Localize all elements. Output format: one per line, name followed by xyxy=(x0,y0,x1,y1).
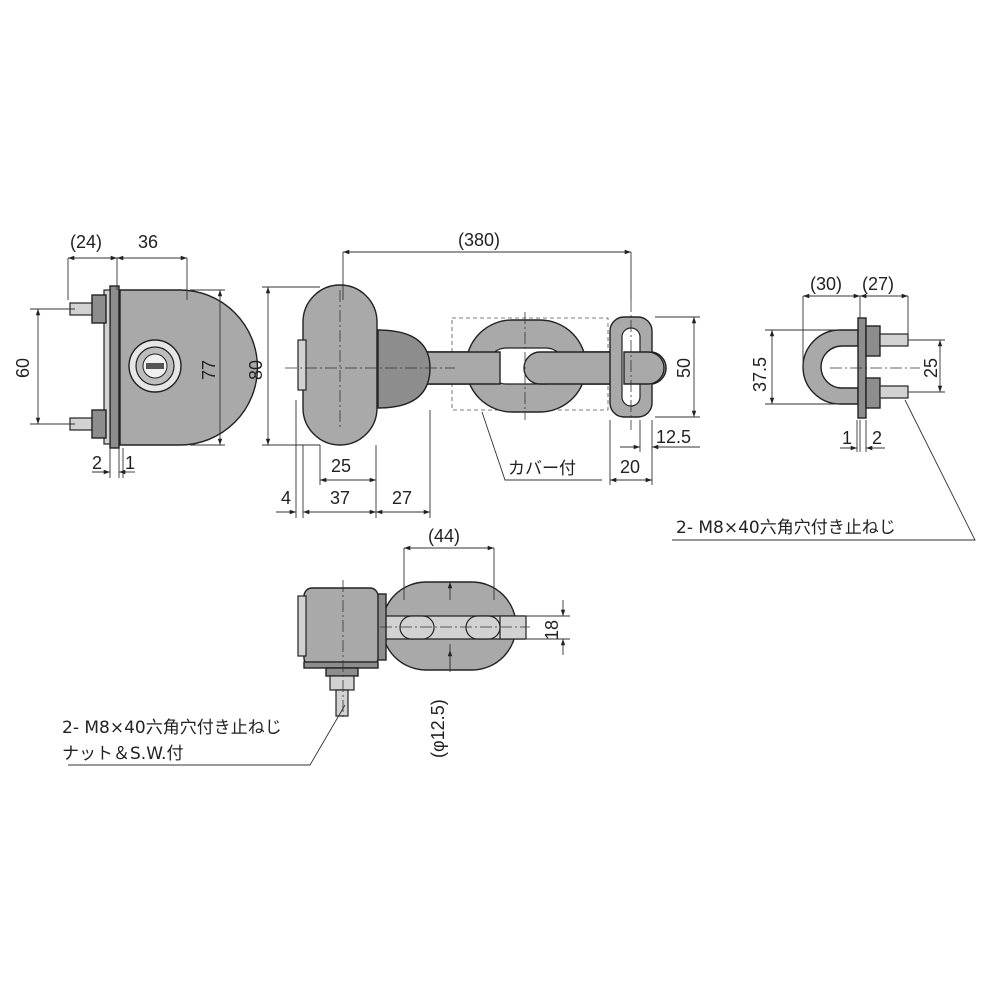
dim-right-12-5: 12.5 xyxy=(656,427,691,447)
bolt-bottom-staple xyxy=(865,377,909,409)
chain-link-bottom xyxy=(376,581,527,671)
bolt-top-front xyxy=(69,294,107,324)
dim-front-60: 60 xyxy=(13,358,33,378)
dim-staple-37-5: 37.5 xyxy=(750,357,770,392)
dim-front-2: 2 xyxy=(92,453,102,473)
note-screw-bottom-1: 2- M8×40六角穴付き止ねじ xyxy=(62,718,282,738)
main-view xyxy=(262,249,700,518)
bolt-top-staple xyxy=(865,325,909,357)
lock-body-front xyxy=(119,289,259,446)
dim-main-27: 27 xyxy=(392,488,412,508)
dim-staple-1: 1 xyxy=(842,428,852,448)
dim-front-1: 1 xyxy=(125,453,135,473)
dim-main-380: (380) xyxy=(458,230,500,250)
note-screw-right: 2- M8×40六角穴付き止ねじ xyxy=(676,518,896,538)
dim-main-4: 4 xyxy=(281,488,291,508)
dim-front-36: 36 xyxy=(138,232,158,252)
bottom-view xyxy=(68,545,570,766)
note-cover: カバー付 xyxy=(508,459,576,479)
dim-right-50: 50 xyxy=(674,358,694,378)
staple-plate xyxy=(609,316,665,418)
key-cylinder-icon xyxy=(128,339,182,393)
dim-staple-27: (27) xyxy=(862,274,894,294)
dim-main-80: 80 xyxy=(246,360,266,380)
dim-staple-2: 2 xyxy=(872,428,882,448)
dim-staple-25: 25 xyxy=(921,358,941,378)
bolt-bottom-view xyxy=(325,667,359,717)
front-view xyxy=(30,255,259,478)
hinge-block xyxy=(377,329,431,409)
bolt-bottom-front xyxy=(69,409,107,439)
lock-body-bottom xyxy=(303,587,379,667)
dim-front-24: (24) xyxy=(70,232,102,252)
note-screw-bottom-2: ナット＆S.W.付 xyxy=(62,744,183,764)
staple-view xyxy=(672,293,976,541)
dim-main-25: 25 xyxy=(331,456,351,476)
dim-bottom-44: (44) xyxy=(428,526,460,546)
mounting-plate-front xyxy=(109,285,120,449)
staple-u xyxy=(802,329,859,405)
dim-bottom-18: 18 xyxy=(542,620,562,640)
dim-bottom-diameter: (φ12.5) xyxy=(428,699,448,758)
dim-main-37: 37 xyxy=(330,488,350,508)
dim-front-77: 77 xyxy=(199,360,219,380)
dim-staple-30: (30) xyxy=(810,274,842,294)
dim-right-20: 20 xyxy=(620,457,640,477)
